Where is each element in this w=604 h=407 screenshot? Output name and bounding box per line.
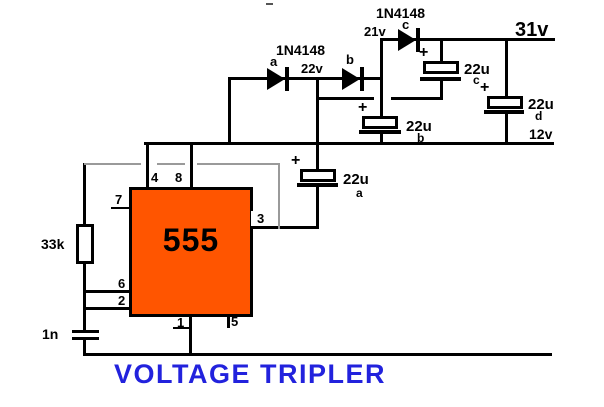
gray-wire-vertical xyxy=(278,163,280,229)
cap-1n-bottom-plate xyxy=(72,337,99,340)
ic-555-part-number: 555 xyxy=(162,222,220,258)
cap-d-negative-plate xyxy=(484,110,524,114)
stub-pin5 xyxy=(227,315,230,328)
cap-d-id: d xyxy=(535,109,543,123)
rail-left-top xyxy=(83,163,86,225)
pin-label-6: 6 xyxy=(118,276,126,291)
cap-b-negative-plate xyxy=(359,130,401,134)
diode-a-triangle xyxy=(267,68,285,90)
pin-label-4: 4 xyxy=(151,170,159,185)
diode-c-cathode-bar xyxy=(416,28,420,52)
cap-a-positive-plate xyxy=(300,169,336,182)
cap-b-plus-sign: + xyxy=(358,99,368,116)
pin-label-1: 1 xyxy=(177,315,185,330)
wire-cap-c-top-lead xyxy=(440,38,443,63)
cap-c-positive-plate xyxy=(423,61,459,74)
wire-cap-c-bottom-lead xyxy=(440,79,443,100)
diode-id-c: c xyxy=(402,17,410,32)
rail-12v xyxy=(144,142,554,145)
line-diode-ab xyxy=(229,77,382,80)
wire-pin1 xyxy=(189,314,192,356)
cap-b-positive-plate xyxy=(362,116,398,129)
cap-d-value: 22u xyxy=(528,96,554,113)
wire-cap-a-bottom-lead xyxy=(316,185,319,229)
cap-1n-value: 1n xyxy=(42,326,59,342)
diode-b xyxy=(342,67,364,91)
rail-ground xyxy=(84,353,552,356)
gray-wire-seg1 xyxy=(84,163,141,165)
cap-b-id: b xyxy=(417,131,425,145)
cap-c-id: c xyxy=(473,73,480,87)
voltage-node-ab: 22v xyxy=(301,61,323,76)
cap-c-plus-sign: + xyxy=(419,44,429,61)
pin-label-8: 8 xyxy=(175,170,183,185)
pin-label-5: 5 xyxy=(231,314,239,329)
pin3-label-box xyxy=(251,211,269,226)
voltage-node-bc: 21v xyxy=(364,24,386,39)
wire-diode-a-to-rail xyxy=(228,77,231,145)
artifact-dash xyxy=(266,3,273,5)
diode-id-b: b xyxy=(346,52,354,67)
cap-a-value: 22u xyxy=(343,171,369,188)
diode-c-triangle xyxy=(398,29,416,51)
voltage-supply: 12v xyxy=(529,126,553,142)
wire-node-a-ext-right xyxy=(391,97,443,100)
diode-a xyxy=(267,67,289,91)
diode-part-label-c: 1N4148 xyxy=(376,5,426,21)
ic-555-body: 555 xyxy=(129,187,253,317)
stub-pin7 xyxy=(111,207,131,209)
cap-d-plus-sign: + xyxy=(480,79,490,96)
line-pin2 xyxy=(84,307,130,310)
rail-left-mid xyxy=(83,262,86,332)
gray-wire-seg3 xyxy=(197,163,280,165)
diode-id-a: a xyxy=(270,54,278,69)
voltage-output: 31v xyxy=(515,19,549,41)
wire-cap-d-bottom-lead xyxy=(505,112,508,145)
cap-d-positive-plate xyxy=(487,96,523,109)
cap-c-negative-plate xyxy=(420,77,461,81)
line-pin6 xyxy=(84,290,130,293)
wire-node-b-upper xyxy=(380,38,383,79)
cap-a-plus-sign: + xyxy=(291,152,301,169)
wire-cap-d-top-lead xyxy=(505,38,508,98)
diode-b-triangle xyxy=(342,68,360,90)
pin-label-7: 7 xyxy=(115,192,123,207)
circuit-title: VOLTAGE TRIPLER xyxy=(114,359,386,389)
line-pin3 xyxy=(250,226,319,229)
diode-c xyxy=(398,28,420,52)
cap-1n-top-plate xyxy=(72,330,99,333)
diode-part-label-ab: 1N4148 xyxy=(276,42,326,58)
diode-b-cathode-bar xyxy=(360,67,364,91)
wire-node-b-lower xyxy=(380,78,383,118)
wire-node-a-vertical xyxy=(316,78,319,170)
cap-c-value: 22u xyxy=(464,61,490,78)
cap-a-id: a xyxy=(356,186,363,200)
cap-a-negative-plate xyxy=(297,183,338,187)
wire-pin4 xyxy=(146,142,149,188)
underline-pin1 xyxy=(173,327,191,329)
line-31v xyxy=(382,38,555,41)
rail-left-bottom xyxy=(83,338,86,356)
resistor-33k-value: 33k xyxy=(41,236,65,252)
wire-cap-b-bottom-lead xyxy=(380,131,383,144)
pin-label-3: 3 xyxy=(257,211,265,226)
diode-a-cathode-bar xyxy=(285,67,289,91)
resistor-33k-body xyxy=(76,224,94,264)
wire-pin8 xyxy=(190,142,193,188)
cap-b-value: 22u xyxy=(406,118,432,135)
wire-node-a-ext-left xyxy=(317,97,374,100)
pin-label-2: 2 xyxy=(118,293,126,308)
gray-wire-seg2 xyxy=(157,163,185,165)
